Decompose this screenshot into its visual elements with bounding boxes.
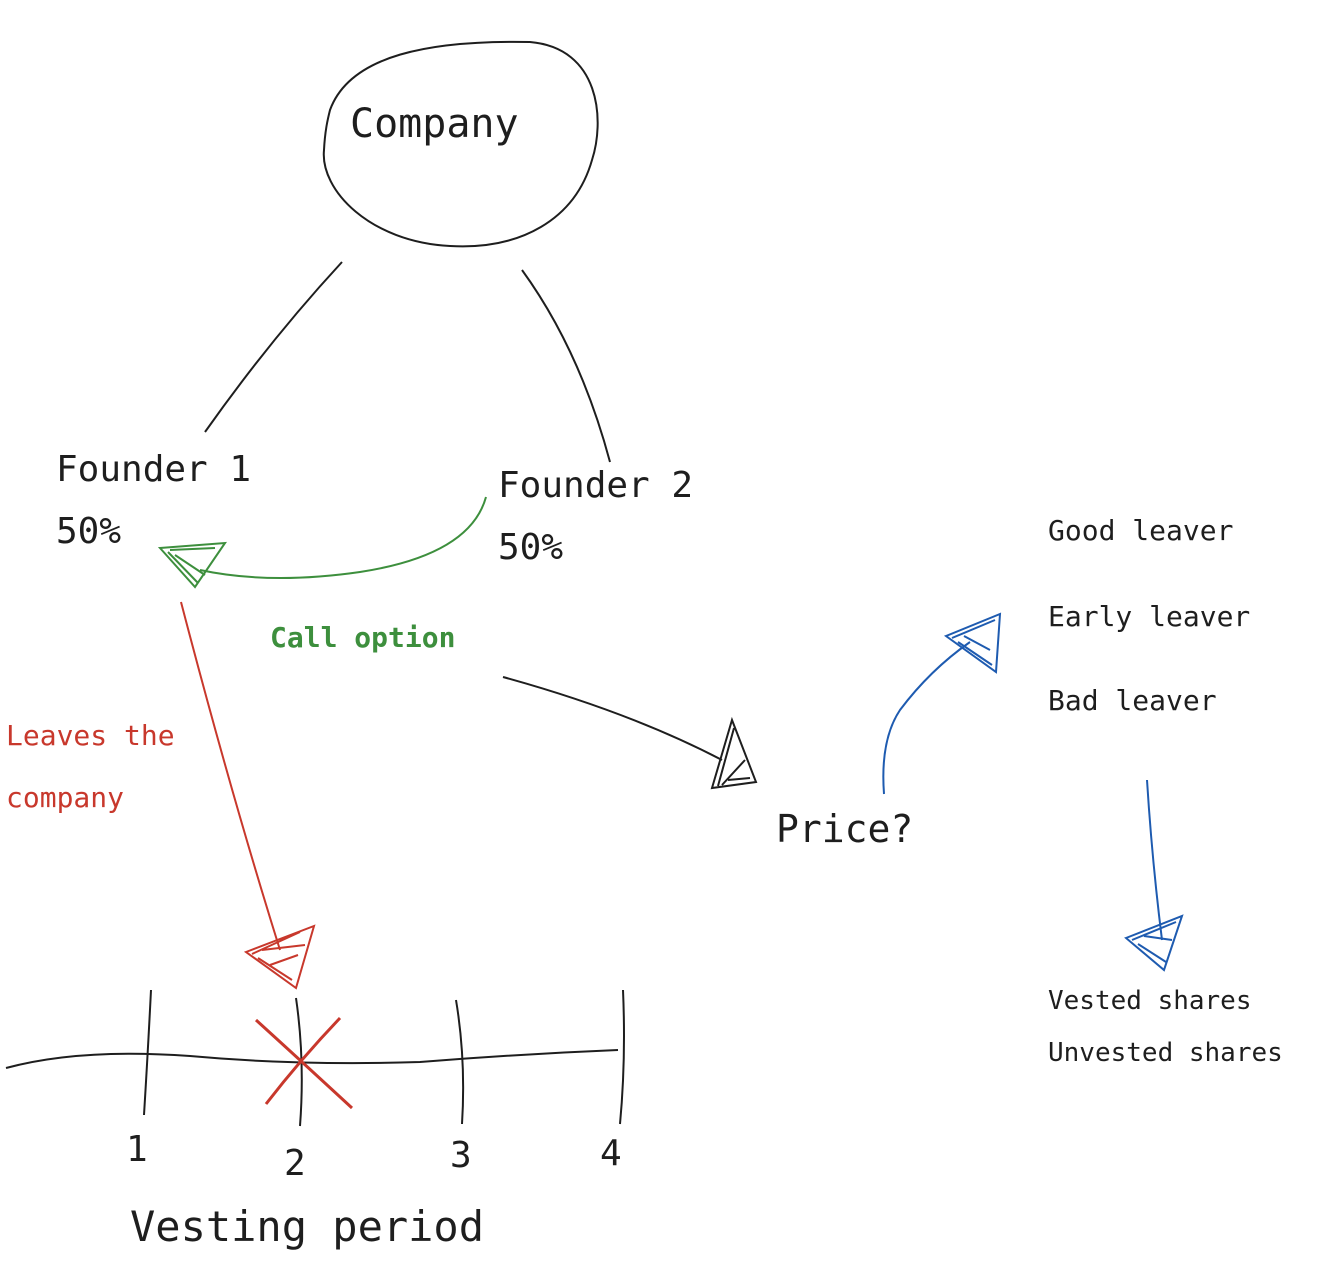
company-blob xyxy=(322,40,599,248)
leaver-to-shares-arrow xyxy=(1146,779,1163,941)
timeline-tick-label-4: 4 xyxy=(600,1133,622,1174)
vesting-period-title: Vesting period xyxy=(130,1202,485,1251)
leaver-type-bad: Bad leaver xyxy=(1048,684,1217,717)
share-type-unvested: Unvested shares xyxy=(1048,1038,1283,1068)
call-option-label: Call option xyxy=(270,621,456,654)
share-type-vested: Vested shares xyxy=(1048,986,1252,1016)
call-to-price-arrow xyxy=(502,676,723,761)
founder1-name: Founder 1 xyxy=(56,449,252,490)
leaves-label-line1: Leaves the xyxy=(6,719,175,752)
timeline-tick-1 xyxy=(143,989,152,1116)
call-option-arrowhead xyxy=(157,541,227,589)
company-label: Company xyxy=(350,101,519,147)
leaves-company-arrowhead xyxy=(243,924,316,990)
leaver-to-shares-arrowhead xyxy=(1124,914,1184,972)
founder2-share: 50% xyxy=(498,527,564,568)
price-label: Price? xyxy=(776,807,914,851)
leaver-type-early: Early leaver xyxy=(1048,600,1251,633)
call-to-price-arrowhead xyxy=(710,716,758,790)
timeline-tick-label-1: 1 xyxy=(126,1129,148,1170)
founder2-name: Founder 2 xyxy=(498,465,694,506)
timeline-tick-label-2: 2 xyxy=(284,1143,306,1184)
timeline-tick-3 xyxy=(455,999,465,1125)
leaver-type-good: Good leaver xyxy=(1048,514,1234,547)
leaves-label-line2: company xyxy=(6,781,125,814)
price-to-leaver-arrowhead xyxy=(943,612,1002,674)
founder1-share: 50% xyxy=(56,511,122,552)
timeline-tick-4 xyxy=(619,989,625,1125)
call-option-arrow xyxy=(199,496,487,580)
timeline-tick-label-3: 3 xyxy=(450,1135,472,1176)
timeline-axis xyxy=(5,1049,619,1069)
company-founder2-line xyxy=(521,269,611,463)
price-to-leaver-arrow xyxy=(882,641,971,795)
company-founder1-line xyxy=(204,261,343,433)
leave-cross-mark xyxy=(254,1016,354,1110)
leaves-company-arrow xyxy=(180,601,281,951)
